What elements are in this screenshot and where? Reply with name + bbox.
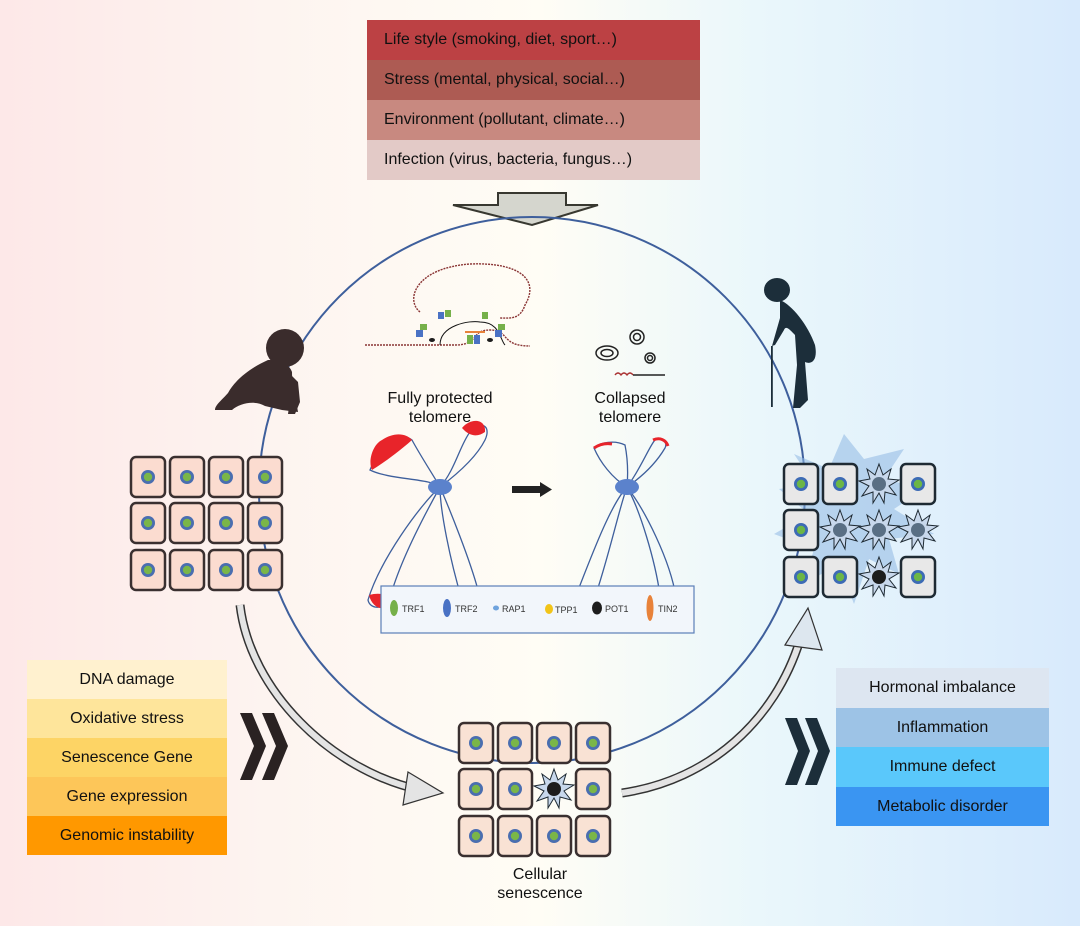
cause-senescence-gene: Senescence Gene [27, 738, 227, 777]
senescence-cell-grid [457, 721, 612, 858]
cause-genomic-instability: Genomic instability [27, 816, 227, 855]
cause-oxidative-stress: Oxidative stress [27, 699, 227, 738]
protected-telomere-label: Fully protected telomere [360, 389, 520, 427]
risk-factor-infection: Infection (virus, bacteria, fungus…) [367, 140, 700, 180]
cellular-senescence-label: Cellular senescence [470, 865, 610, 903]
elderly-silhouette-icon [764, 278, 816, 408]
legend-label-trf2: TRF2 [455, 604, 478, 614]
senescence-label-line2: senescence [497, 885, 583, 902]
legend-swatch-pot1 [592, 601, 602, 615]
double-chevron-left-icon [240, 713, 288, 780]
right-arrow-icon [512, 482, 552, 497]
aged-cell-grid [774, 434, 939, 604]
senescence-label-line1: Cellular [512, 866, 568, 883]
consequence-inflammation: Inflammation [836, 707, 1049, 747]
collapsed-chromosome-icon [572, 437, 679, 606]
legend-swatch-tin2 [646, 595, 654, 621]
legend-label-tin2: TIN2 [658, 604, 678, 614]
legend-swatch-tpp1 [545, 604, 553, 614]
collapsed-telomere-icon [595, 329, 665, 377]
protected-telomere-label-line2: telomere [408, 409, 472, 426]
double-chevron-right-icon [785, 718, 830, 785]
risk-factors-stack: Life style (smoking, diet, sport…) Stres… [367, 20, 700, 180]
legend-label-tpp1: TPP1 [555, 605, 578, 615]
consequence-immune-defect: Immune defect [836, 747, 1049, 787]
collapsed-telomere-label-line1: Collapsed [594, 390, 666, 407]
collapsed-telomere-label: Collapsed telomere [560, 389, 700, 427]
risk-factor-lifestyle: Life style (smoking, diet, sport…) [367, 20, 700, 60]
legend-label-trf1: TRF1 [402, 604, 425, 614]
legend-label-pot1: POT1 [605, 604, 629, 614]
legend-label-rap1: RAP1 [502, 604, 526, 614]
molecular-causes-stack: DNA damage Oxidative stress Senescence G… [27, 660, 227, 855]
cause-gene-expression: Gene expression [27, 777, 227, 816]
protected-telomere-label-line1: Fully protected [387, 390, 493, 407]
healthy-chromosome-icon [367, 420, 488, 609]
legend-swatch-rap1 [493, 605, 499, 611]
collapsed-telomere-label-line2: telomere [598, 409, 662, 426]
consequence-metabolic-disorder: Metabolic disorder [836, 786, 1049, 826]
curved-arrow-to-aging-icon [621, 606, 823, 798]
curved-arrow-to-senescence-icon [235, 604, 445, 806]
legend-swatch-trf1 [390, 600, 398, 616]
consequence-hormonal-imbalance: Hormonal imbalance [836, 668, 1049, 708]
cause-dna-damage: DNA damage [27, 660, 227, 699]
shelterin-legend: TRF1 TRF2 RAP1 TPP1 POT1 TIN2 [380, 585, 695, 634]
risk-factor-stress: Stress (mental, physical, social…) [367, 60, 700, 100]
baby-silhouette-icon [215, 329, 304, 414]
consequences-stack: Hormonal imbalance Inflammation Immune d… [836, 668, 1049, 826]
down-arrow-icon [452, 192, 599, 227]
young-cell-grid [129, 455, 284, 592]
legend-swatch-trf2 [443, 599, 451, 617]
protected-telomere-loop-icon [365, 263, 531, 347]
risk-factor-environment: Environment (pollutant, climate…) [367, 100, 700, 140]
